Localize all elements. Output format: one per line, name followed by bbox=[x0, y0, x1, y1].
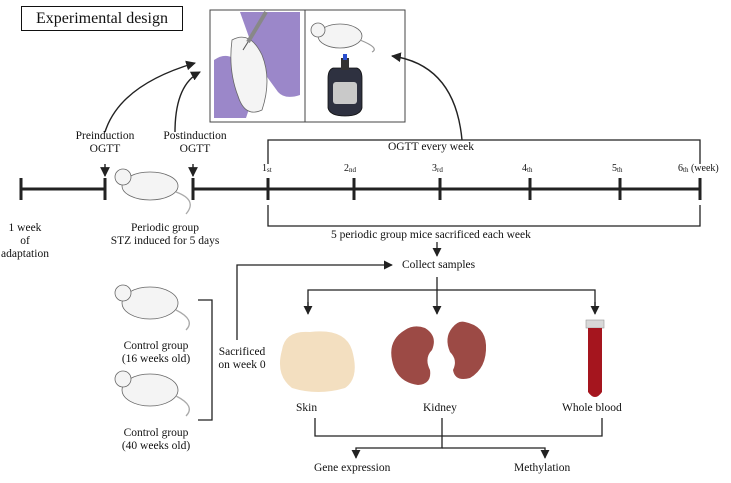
blood-tube-icon bbox=[585, 319, 605, 397]
control-40-label: Control group (40 weeks old) bbox=[108, 427, 204, 453]
control-16-line: (16 weeks old) bbox=[121, 353, 191, 365]
ogtt-weekly-label: OGTT every week bbox=[388, 141, 475, 153]
week-6-label: 6th (week) bbox=[678, 163, 719, 174]
periodic-group-line: Periodic group bbox=[130, 222, 200, 234]
week-4-label: 4th bbox=[522, 163, 533, 174]
glucometer-icon bbox=[327, 54, 363, 117]
control-16-line: Control group bbox=[123, 340, 189, 352]
rat-icon bbox=[310, 22, 375, 53]
adaptation-label: 1 week of adaptation bbox=[0, 222, 50, 261]
postinduction-line: Postinduction bbox=[163, 130, 227, 142]
preinduction-label: Preinduction OGTT bbox=[70, 130, 140, 156]
adaptation-line: adaptation bbox=[1, 248, 49, 260]
whole-blood-label: Whole blood bbox=[562, 402, 622, 414]
rat-icon bbox=[114, 168, 191, 215]
week-5-label: 5th bbox=[612, 163, 623, 174]
preinduction-line: OGTT bbox=[89, 143, 121, 155]
rat-icon bbox=[114, 370, 190, 417]
kidney-icon bbox=[391, 321, 487, 385]
preinduction-line: Preinduction bbox=[75, 130, 135, 142]
control-40-line: (40 weeks old) bbox=[121, 440, 191, 452]
week-unit-label: (week) bbox=[690, 163, 719, 174]
sacrifice-note: 5 periodic group mice sacrificed each we… bbox=[331, 229, 531, 241]
skin-tissue-icon bbox=[279, 331, 355, 392]
week-1-label: 1st bbox=[262, 163, 272, 174]
rat-icon bbox=[114, 284, 190, 331]
rat-icon bbox=[230, 36, 268, 113]
control-16-label: Control group (16 weeks old) bbox=[108, 340, 204, 366]
methylation-label: Methylation bbox=[514, 462, 571, 474]
adaptation-line: 1 week bbox=[8, 222, 42, 234]
ogtt-procedure-panel bbox=[209, 9, 406, 123]
diagram-title: Experimental design bbox=[36, 10, 168, 27]
sacrificed-line: on week 0 bbox=[218, 359, 266, 371]
adaptation-line: of bbox=[20, 235, 30, 247]
gene-expression-label: Gene expression bbox=[314, 462, 391, 474]
week-2-label: 2nd bbox=[344, 163, 356, 174]
sacrificed-label: Sacrificed on week 0 bbox=[212, 346, 272, 372]
periodic-group-label: Periodic group STZ induced for 5 days bbox=[100, 222, 230, 248]
periodic-group-line: STZ induced for 5 days bbox=[110, 235, 220, 247]
timeline bbox=[19, 139, 702, 227]
sacrificed-line: Sacrificed bbox=[218, 346, 266, 358]
title-box: Experimental design bbox=[21, 6, 183, 31]
collect-samples-label: Collect samples bbox=[402, 259, 476, 271]
postinduction-label: Postinduction OGTT bbox=[158, 130, 232, 156]
control-40-line: Control group bbox=[123, 427, 189, 439]
kidney-label: Kidney bbox=[423, 402, 457, 414]
skin-label: Skin bbox=[296, 402, 318, 414]
postinduction-line: OGTT bbox=[179, 143, 211, 155]
week-3-label: 3rd bbox=[432, 163, 443, 174]
